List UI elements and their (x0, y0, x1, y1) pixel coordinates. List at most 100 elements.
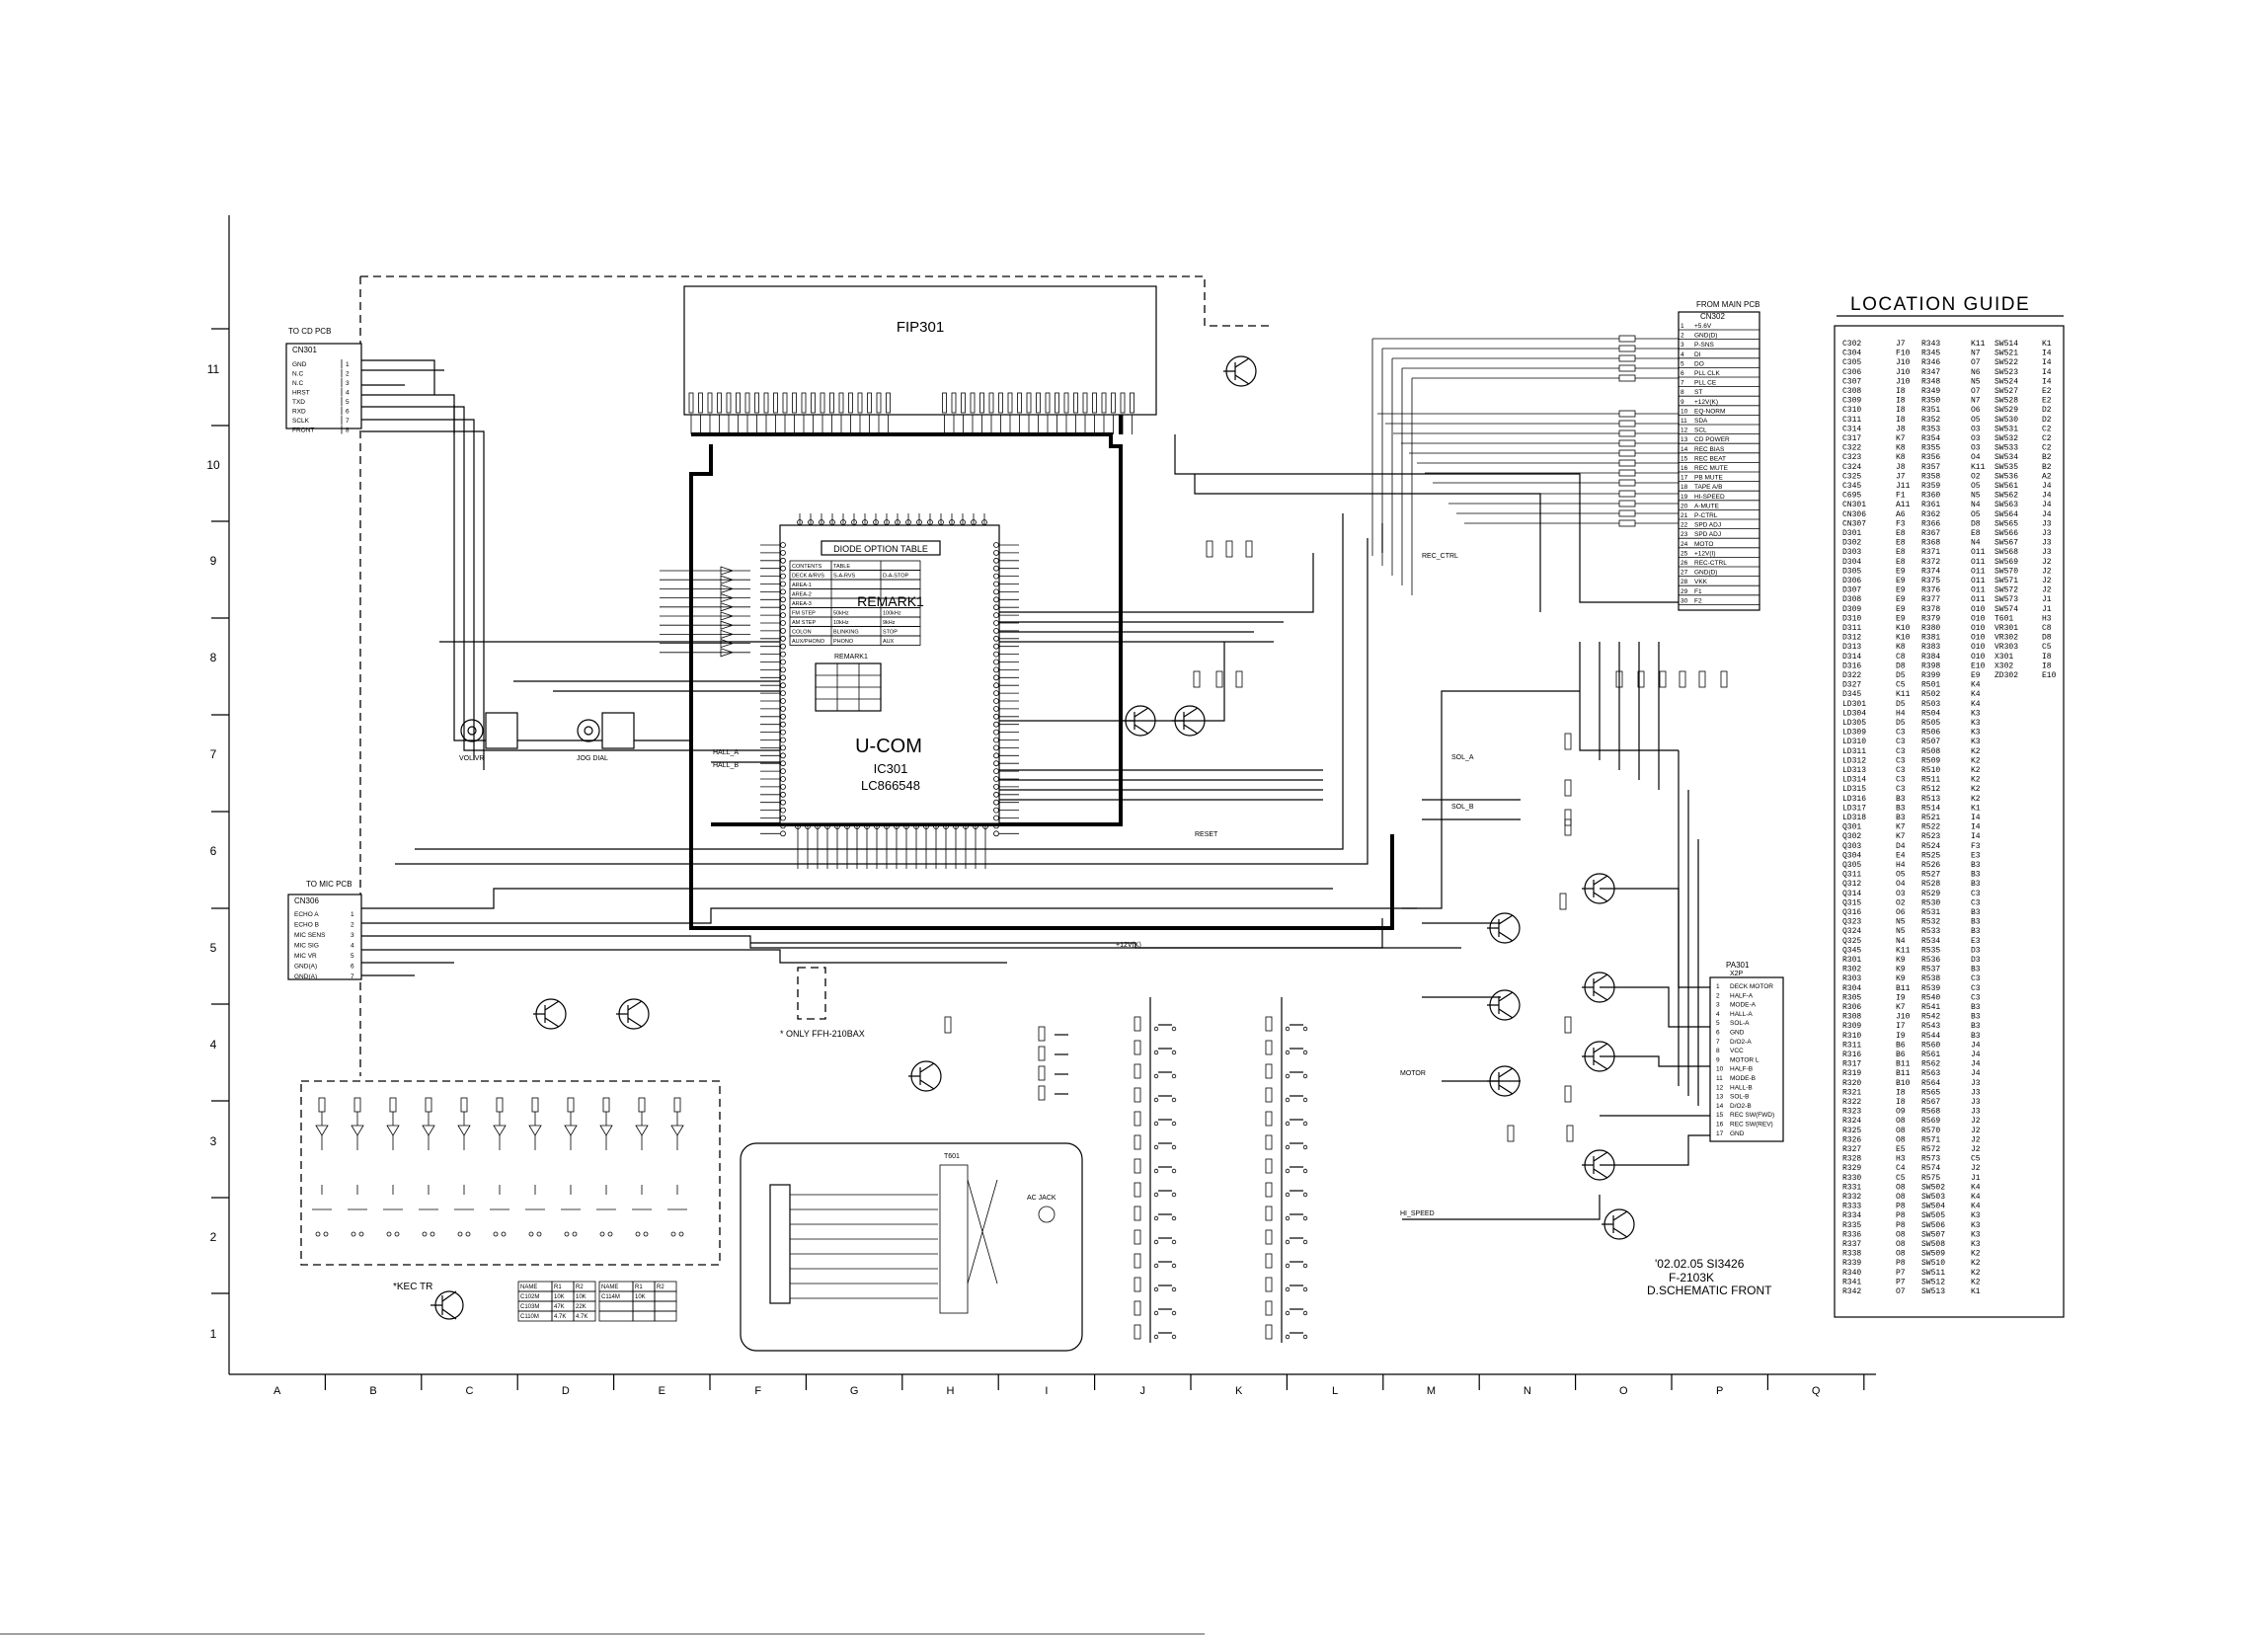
cn306-pin-label: MIC VR (294, 953, 317, 960)
location-guide-ref: SW522 (1994, 358, 2018, 367)
location-guide-ref: R351 (1921, 406, 1940, 415)
location-guide-ref: LD316 (1842, 795, 1866, 804)
location-guide-ref: R511 (1921, 776, 1940, 785)
ucom-pin-bubble (780, 706, 786, 712)
location-guide-grid: K11 (1896, 946, 1911, 955)
fip-pin-label-box (744, 392, 750, 414)
switch-contact (528, 1231, 534, 1237)
ucom-pin-bubble (780, 565, 786, 572)
ucom-pin-bubble (993, 596, 999, 603)
location-guide-grid: O8 (1896, 1240, 1906, 1249)
location-guide-ref: R504 (1921, 709, 1940, 718)
location-guide-grid: K11 (1971, 340, 1986, 349)
kec-table-text: NAME (520, 1285, 537, 1290)
location-guide-grid: O10 (1971, 634, 1986, 643)
kec-table-text: R1 (554, 1285, 562, 1290)
location-guide-grid: C3 (1971, 974, 1981, 983)
location-guide-grid: C3 (1896, 785, 1906, 794)
location-guide-ref: R359 (1921, 482, 1940, 491)
location-guide-ref: SW533 (1994, 444, 2018, 453)
pa301-pin-number: 17 (1716, 1130, 1724, 1137)
led-diode (493, 1112, 507, 1150)
ucom-pin-bubble (884, 519, 890, 525)
switch-contact (386, 1231, 392, 1237)
location-guide-ref: R527 (1921, 871, 1940, 880)
switch-contact (430, 1231, 435, 1237)
location-guide-grid: O9 (1896, 1108, 1906, 1117)
cn302-pin-number: 13 (1681, 436, 1688, 443)
location-guide-ref: SW502 (1921, 1183, 1945, 1192)
location-guide-grid: E2 (2042, 387, 2052, 396)
location-guide-grid: J2 (2042, 586, 2052, 595)
cn302-resistor (1618, 519, 1636, 527)
t601-core (939, 1164, 969, 1314)
jog-dial: JOG DIAL (577, 712, 635, 762)
location-guide-grid: J3 (2042, 548, 2052, 557)
kec-table-text: 4.7K (576, 1314, 587, 1320)
kec-table2-cell (632, 1300, 656, 1312)
switch-contact (572, 1231, 578, 1237)
switch-contact (1302, 1121, 1308, 1127)
location-guide-ref: R350 (1921, 397, 1940, 406)
location-guide-grid: N7 (1971, 397, 1981, 406)
location-guide-ref: R327 (1842, 1145, 1861, 1154)
location-guide-ref: R316 (1842, 1051, 1861, 1059)
ucom-pin-bubble (993, 752, 999, 759)
location-guide-ref: R324 (1842, 1117, 1861, 1126)
cn302-pin-label: GND(D) (1694, 333, 1717, 340)
cn301-pin-number: 6 (346, 409, 350, 416)
pa301-pin-label: SOL-A (1730, 1020, 1750, 1027)
location-guide-ref: R570 (1921, 1127, 1940, 1135)
vol-vr-label: VOL VR (459, 755, 484, 762)
switch-resistor (1134, 1087, 1141, 1103)
location-guide-grid: J2 (1971, 1145, 1981, 1154)
location-guide-grid: C3 (1896, 729, 1906, 738)
location-guide-grid: D4 (1896, 842, 1906, 851)
ucom-pin-bubble (973, 823, 978, 829)
transistor-leads (1487, 914, 1514, 942)
location-guide-ref: R562 (1921, 1060, 1940, 1069)
location-guide-ref: R336 (1842, 1230, 1861, 1239)
location-guide-grid: O11 (1971, 595, 1986, 604)
fip301-label: FIP301 (897, 319, 944, 336)
switch-contact (1171, 1239, 1177, 1245)
kec-table2-cell (654, 1300, 677, 1312)
switch-contact (607, 1231, 613, 1237)
led-resistor (602, 1097, 610, 1113)
ucom-pin-bubble (993, 760, 999, 767)
location-guide-ref: R508 (1921, 747, 1940, 756)
switch-contact (1171, 1097, 1177, 1103)
location-guide-grid: K9 (1896, 956, 1906, 965)
pa301-pin-number: 14 (1716, 1103, 1724, 1110)
location-guide-ref: SW567 (1994, 539, 2018, 548)
transistor-leads (533, 1000, 560, 1028)
ucom-pin-bubble (780, 721, 786, 728)
location-guide-ref: SW564 (1994, 510, 2018, 519)
cn302-resistor (1618, 354, 1636, 362)
cn306-pin-number: 5 (351, 953, 354, 960)
location-guide-ref: SW513 (1921, 1287, 1945, 1296)
location-guide-grid: O3 (1971, 425, 1981, 433)
cn302-pin-label: SCL (1694, 428, 1707, 434)
location-guide-grid: J2 (1971, 1127, 1981, 1135)
switch-contact (1153, 1026, 1159, 1032)
ucom-pin-bubble (993, 604, 999, 611)
ucom-pin-bubble (993, 706, 999, 712)
location-guide-grid: D3 (1971, 956, 1981, 965)
location-guide-ref: CN307 (1842, 519, 1866, 528)
location-guide-grid: B3 (1971, 927, 1981, 936)
net-label: REC_CTRL (1422, 553, 1458, 560)
ucom-pin-bubble (844, 823, 850, 829)
switch-contact (1153, 1097, 1159, 1103)
location-guide-ref: R529 (1921, 890, 1940, 898)
diode (660, 611, 750, 621)
location-guide-grid: J2 (1971, 1117, 1981, 1126)
location-guide-grid: C8 (2042, 624, 2052, 633)
location-guide-ref: SW512 (1921, 1278, 1945, 1286)
led-switch (383, 1185, 403, 1210)
switch-contact (465, 1231, 471, 1237)
location-guide-ref: SW509 (1921, 1250, 1945, 1259)
switch-resistor (1265, 1040, 1273, 1055)
switch-contact (457, 1231, 463, 1237)
ucom-pin-bubble (993, 721, 999, 728)
